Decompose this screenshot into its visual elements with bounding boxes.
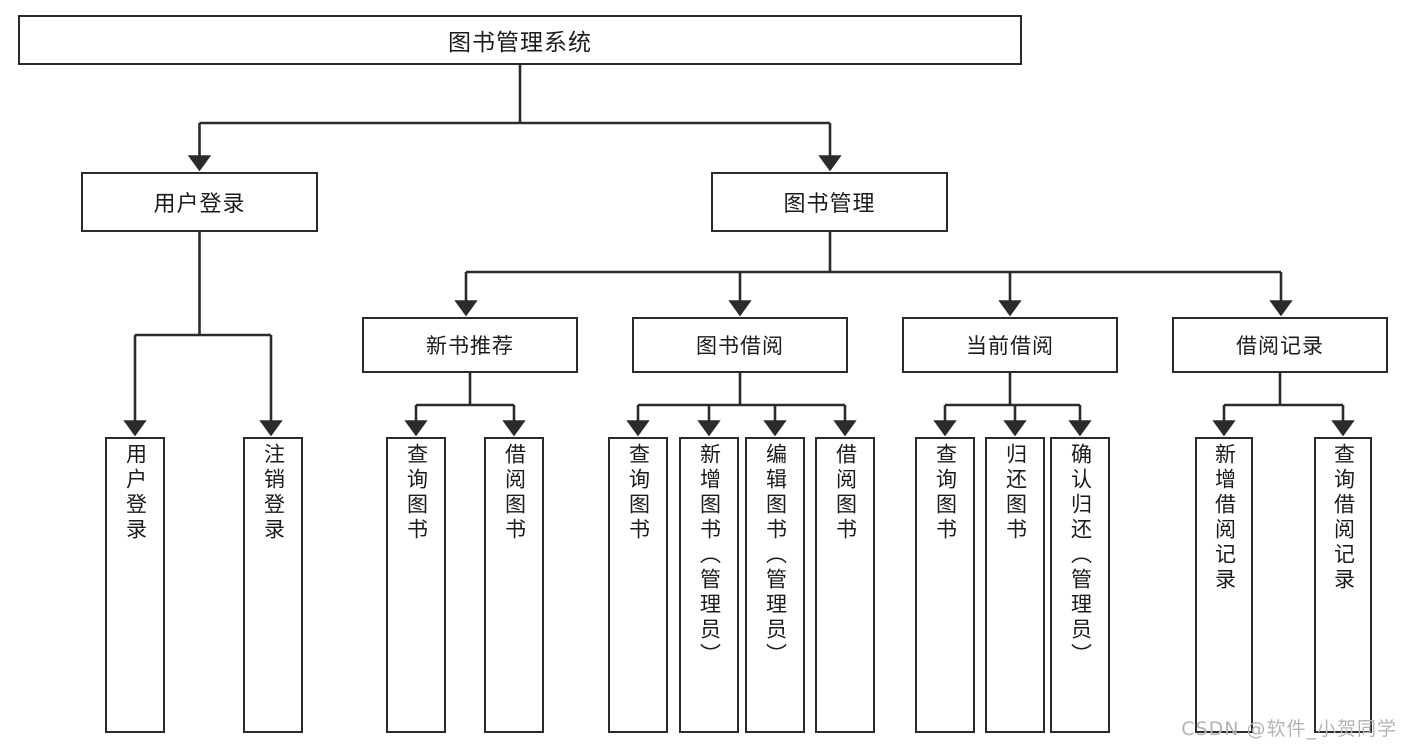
node-label: 查询借阅记录	[1331, 443, 1356, 593]
node-leaf-query-book-current[interactable]: 查询图书	[915, 437, 975, 733]
node-label: 查询图书	[626, 443, 651, 543]
node-label: 注销登录	[261, 443, 286, 543]
node-borrowing-record[interactable]: 借阅记录	[1172, 317, 1388, 373]
node-label: 编辑图书（管理员）	[763, 443, 788, 668]
node-label: 当前借阅	[966, 334, 1054, 358]
node-leaf-query-borrow-record[interactable]: 查询借阅记录	[1314, 437, 1372, 733]
node-label: 查询图书	[404, 443, 429, 543]
node-current-borrowing[interactable]: 当前借阅	[902, 317, 1118, 373]
node-leaf-edit-book-admin[interactable]: 编辑图书（管理员）	[745, 437, 805, 733]
node-label: 图书管理系统	[448, 30, 592, 56]
node-new-book-recommendation[interactable]: 新书推荐	[362, 317, 578, 373]
node-leaf-return-book[interactable]: 归还图书	[985, 437, 1045, 733]
node-leaf-query-book-rec[interactable]: 查询图书	[386, 437, 446, 733]
node-root-book-management-system[interactable]: 图书管理系统	[18, 15, 1022, 65]
node-label: 借阅图书	[502, 443, 527, 543]
node-user-login[interactable]: 用户登录	[81, 172, 318, 232]
node-label: 用户登录	[153, 192, 246, 217]
node-label: 借阅图书	[833, 443, 858, 543]
node-book-borrowing[interactable]: 图书借阅	[632, 317, 848, 373]
node-label: 确认归还（管理员）	[1068, 443, 1093, 668]
node-leaf-user-login[interactable]: 用户登录	[105, 437, 165, 733]
node-leaf-add-book-admin[interactable]: 新增图书（管理员）	[679, 437, 739, 733]
node-label: 借阅记录	[1236, 334, 1324, 358]
node-label: 归还图书	[1003, 443, 1028, 543]
node-leaf-logout[interactable]: 注销登录	[243, 437, 303, 733]
node-label: 用户登录	[123, 443, 148, 543]
node-label: 查询图书	[933, 443, 958, 543]
node-label: 新书推荐	[426, 334, 514, 358]
node-leaf-borrow-book[interactable]: 借阅图书	[815, 437, 875, 733]
node-label: 新增图书（管理员）	[697, 443, 722, 668]
node-leaf-confirm-return-admin[interactable]: 确认归还（管理员）	[1050, 437, 1110, 733]
node-leaf-add-borrow-record[interactable]: 新增借阅记录	[1195, 437, 1253, 733]
node-label: 图书借阅	[696, 334, 784, 358]
node-leaf-query-book-borrow[interactable]: 查询图书	[608, 437, 668, 733]
node-label: 新增借阅记录	[1212, 443, 1237, 593]
node-leaf-borrow-book-rec[interactable]: 借阅图书	[484, 437, 544, 733]
node-book-management[interactable]: 图书管理	[711, 172, 948, 232]
watermark-text: CSDN @软件_小贺同学	[1181, 718, 1397, 740]
node-label: 图书管理	[783, 192, 876, 217]
